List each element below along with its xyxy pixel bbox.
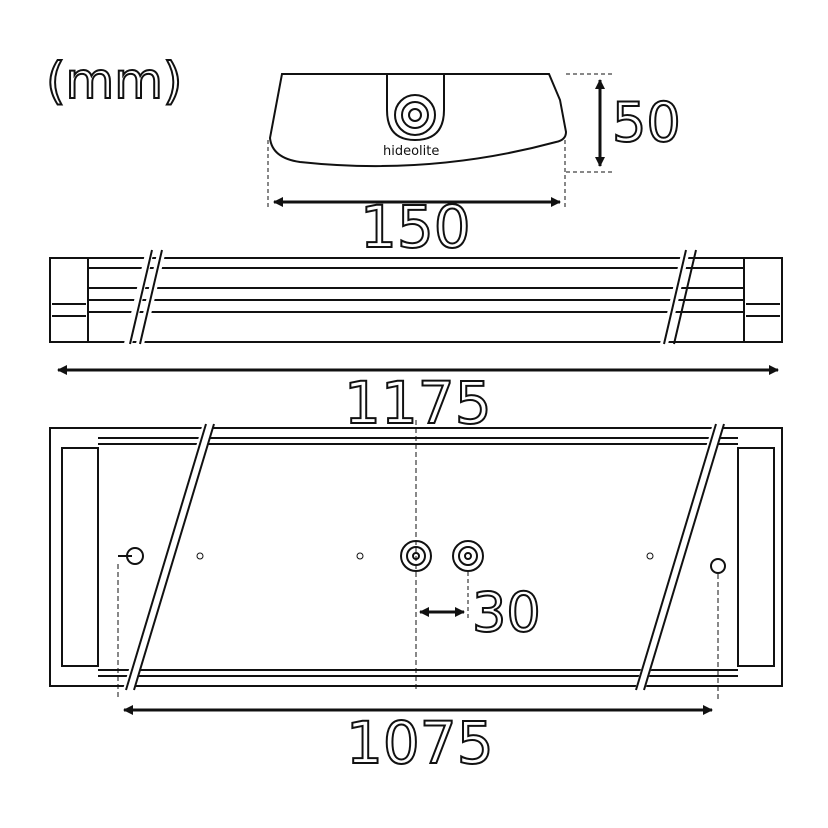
total-length-label: 1175 xyxy=(343,369,493,437)
end-view xyxy=(267,73,612,210)
lens-spacing-label: 30 xyxy=(471,581,542,644)
end-height-label: 50 xyxy=(611,91,682,154)
brand-label: hideolite xyxy=(383,144,440,159)
bottom-view xyxy=(49,420,783,715)
unit-label: (mm) xyxy=(45,52,183,110)
side-view xyxy=(49,249,783,375)
mount-spacing-label: 1075 xyxy=(345,709,495,777)
end-width-label: 150 xyxy=(359,193,472,261)
